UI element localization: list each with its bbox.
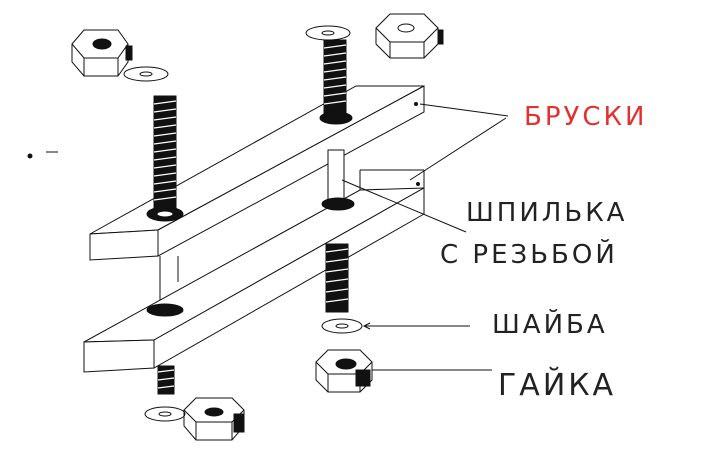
left-stud-bottom [157, 365, 175, 395]
washer-top-left [123, 66, 169, 82]
lower-bar [83, 169, 425, 373]
label-bars-text: БРУСКИ [524, 102, 648, 132]
label-bars: БРУСКИ [524, 102, 647, 132]
washer-top-center [305, 25, 351, 41]
washer-right [321, 318, 363, 334]
label-stud-line1: ШПИЛЬКА [466, 198, 628, 228]
label-nut: ГАЙКА [498, 368, 617, 403]
nut-top-right [375, 13, 444, 59]
nut-bottom-left [183, 397, 245, 441]
left-stud [146, 95, 184, 317]
nut-top-left [71, 29, 133, 77]
leader-lines [341, 103, 509, 371]
center-stud [319, 39, 355, 313]
label-stud-line2: С РЕЗЬБОЙ [440, 240, 618, 270]
nut-right [315, 349, 373, 393]
label-washer: ШАЙБА [492, 310, 608, 340]
washer-bottom-left [144, 406, 186, 422]
